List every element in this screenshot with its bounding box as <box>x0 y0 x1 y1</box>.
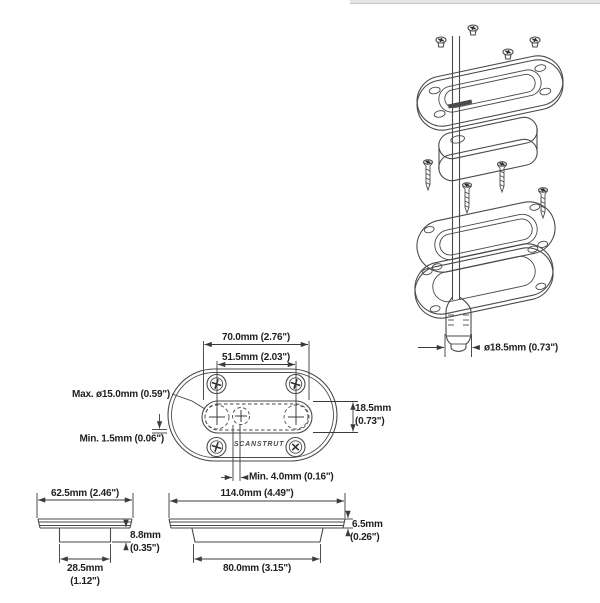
countersunk-screw <box>435 36 447 48</box>
self-tapping-screw <box>461 182 473 215</box>
plan-screw <box>206 436 227 458</box>
side-view-cover: 62.5mm (2.46") 8.8mm (0.35") 28.5mm (1.1… <box>36 488 161 587</box>
exploded-view: ø18.5mm (0.73") <box>414 24 564 357</box>
cover-logo-bar <box>447 99 473 109</box>
min-gap-label: Min. 1.5mm (0.06") <box>79 434 164 445</box>
base-thickness-in: (0.26") <box>350 532 379 543</box>
dim-cover-width: 62.5mm (2.46") <box>36 488 134 518</box>
dim-connector-diameter: ø18.5mm (0.73") <box>418 334 558 357</box>
cable-connector <box>445 296 472 353</box>
dim-base-thickness: 6.5mm (0.26") <box>343 510 383 543</box>
dim-slot-height: 18.5mm (0.73") <box>313 401 392 433</box>
dim-base-recess-width: 80.0mm (3.15") <box>193 544 321 574</box>
countersunk-screw <box>529 36 541 48</box>
cover-width-label: 62.5mm (2.46") <box>51 488 119 499</box>
dim-max-cable: Max. ø15.0mm (0.59") <box>72 389 206 410</box>
slot-height-label-in: (0.73") <box>355 416 384 427</box>
max-cable-label: Max. ø15.0mm (0.59") <box>72 389 170 400</box>
plan-logo-text: SCANSTRUT <box>234 441 284 448</box>
countersunk-screw <box>467 24 479 36</box>
slot-height-label-mm: 18.5mm <box>355 403 391 414</box>
dim-slot-length: 70.0mm (2.76") <box>203 332 310 400</box>
hole-spacing-label: 51.5mm (2.03") <box>222 352 290 363</box>
plan-inner-oval <box>171 372 334 458</box>
cover-boss-width-in: (1.12") <box>70 576 99 587</box>
cover-plate-isometric <box>416 55 564 131</box>
dim-hole-spacing: 51.5mm (2.03") <box>216 352 297 417</box>
dim-cover-boss-height: 8.8mm (0.35") <box>112 519 161 554</box>
plan-screw-x <box>285 436 306 458</box>
base-width-label: 114.0mm (4.49") <box>221 488 294 499</box>
plan-outer-oval <box>167 368 338 462</box>
cover-boss-height-mm: 8.8mm <box>130 530 161 541</box>
base-plate-isometric <box>414 243 554 319</box>
slot-length-label: 70.0mm (2.76") <box>222 332 290 343</box>
dim-cover-boss-width: 28.5mm (1.12") <box>59 544 111 587</box>
plan-view: SCANSTRUT 70.0mm (2.76") 51.5mm (2.03") <box>72 332 392 483</box>
gasket-plate-isometric <box>416 201 556 273</box>
cover-boss-width-mm: 28.5mm <box>67 563 103 574</box>
cable <box>451 36 461 300</box>
self-tapping-screw <box>496 161 508 194</box>
base-side-outline <box>168 518 346 543</box>
plan-screw <box>285 373 306 395</box>
seal-block-isometric <box>438 116 538 182</box>
base-thickness-mm: 6.5mm <box>352 519 383 530</box>
dim-min-gap: Min. 1.5mm (0.06") <box>79 414 167 445</box>
self-tapping-screw <box>422 159 434 192</box>
min-cable-label: Min. 4.0mm (0.16") <box>249 472 334 483</box>
countersunk-screw <box>502 48 514 60</box>
plan-slot <box>201 400 313 434</box>
side-view-base: 114.0mm (4.49") 6.5mm (0.26") 80.0mm (3.… <box>168 488 383 574</box>
window-edge-strip <box>350 0 600 4</box>
plan-min-cable-circle <box>232 407 250 425</box>
base-recess-width-label: 80.0mm (3.15") <box>223 563 291 574</box>
cover-side-outline <box>37 518 133 543</box>
cover-boss-height-in: (0.35") <box>130 543 159 554</box>
plan-screw <box>206 373 227 395</box>
dim-base-width: 114.0mm (4.49") <box>168 488 346 518</box>
connector-diameter-label: ø18.5mm (0.73") <box>484 343 558 354</box>
dim-min-cable: Min. 4.0mm (0.16") <box>221 425 334 483</box>
self-tapping-screw <box>537 187 549 220</box>
